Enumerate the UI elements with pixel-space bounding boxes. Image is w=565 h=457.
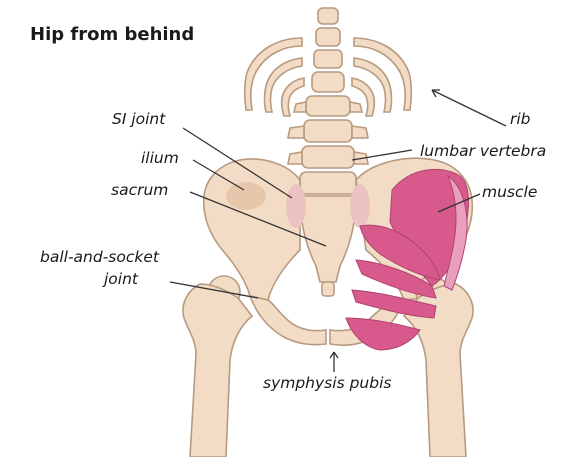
vertebra-8 — [300, 172, 356, 194]
label-rib: rib — [510, 110, 531, 128]
si-joint-left-patch — [286, 184, 306, 228]
label-ball-socket-line1: ball-and-socket — [40, 248, 159, 266]
transverse-process — [294, 102, 306, 112]
transverse-process — [352, 126, 368, 138]
label-sacrum: sacrum — [111, 181, 168, 199]
label-lumbar-vertebra: lumbar vertebra — [420, 142, 546, 160]
femur-left — [183, 284, 252, 457]
vertebra-4 — [312, 72, 344, 92]
vertebra-5 — [306, 96, 350, 116]
si-joint-right-patch — [350, 184, 370, 228]
vertebra-6 — [304, 120, 352, 142]
vertebra-2 — [316, 28, 340, 46]
label-ball-socket-line2: joint — [104, 270, 138, 288]
leader-rib — [432, 90, 506, 126]
ilium-shade — [226, 182, 266, 210]
vertebra-3 — [314, 50, 342, 68]
transverse-process — [350, 102, 362, 112]
pubic-ring-left — [250, 296, 326, 345]
muscle-lower-3 — [346, 318, 420, 350]
transverse-process — [288, 152, 302, 164]
label-si-joint: SI joint — [112, 110, 165, 128]
vertebra-1 — [318, 8, 338, 24]
label-ilium: ilium — [141, 149, 179, 167]
coccyx — [322, 282, 334, 296]
vertebra-7 — [302, 146, 354, 168]
label-muscle: muscle — [482, 183, 537, 201]
label-symphysis-pubis: symphysis pubis — [263, 374, 391, 392]
transverse-process — [288, 126, 304, 138]
